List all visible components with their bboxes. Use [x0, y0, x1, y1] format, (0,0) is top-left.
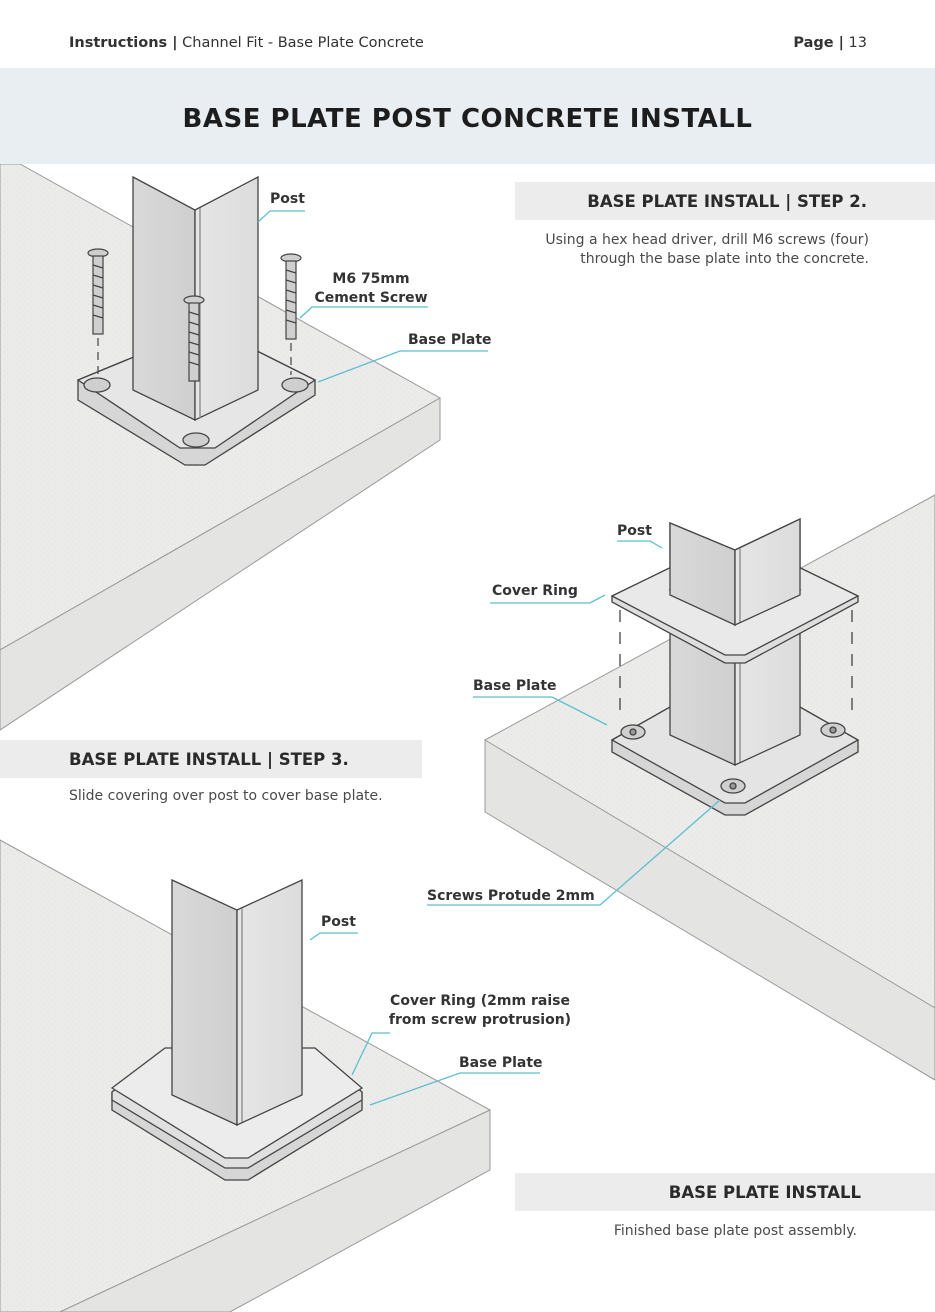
fig2-leaders — [427, 540, 721, 906]
screw-right — [280, 253, 302, 375]
fig1-screw-label-line1: M6 75mm — [332, 271, 410, 287]
fig1-post — [132, 175, 259, 422]
page-header: Instructions | Channel Fit - Base Plate … — [0, 0, 935, 68]
step2-description: Using a hex head driver, drill M6 screws… — [545, 231, 869, 269]
final-heading-bar: BASE PLATE INSTALL — [515, 1173, 935, 1211]
fig1-screws — [87, 248, 302, 382]
step2-heading: BASE PLATE INSTALL | STEP 2. — [587, 191, 867, 211]
fig1-screw-label-line2: Cement Screw — [314, 290, 428, 306]
final-description: Finished base plate post assembly. — [613, 1223, 857, 1239]
fig3-leaders — [309, 932, 540, 1106]
fig3-cover-ring-label: Cover Ring (2mm raise from screw protrus… — [380, 992, 580, 1030]
step2-description-line2: through the base plate into the concrete… — [580, 251, 869, 267]
step2-heading-bar: BASE PLATE INSTALL | STEP 2. — [515, 182, 935, 220]
header-page: Page | 13 — [793, 35, 867, 51]
step3-heading-bar: BASE PLATE INSTALL | STEP 3. — [0, 740, 422, 778]
fig1-base-plate-label: Base Plate — [408, 332, 492, 348]
fig2-cover-ring-label: Cover Ring — [492, 583, 578, 599]
fig3-post-label: Post — [321, 914, 356, 930]
illustration-canvas — [0, 164, 935, 1312]
fig3-post — [171, 878, 303, 1127]
fig2-base-plate-label: Base Plate — [473, 678, 557, 694]
page-number: 13 — [848, 35, 867, 51]
fig2-cover-ring — [610, 517, 860, 720]
step2-description-line1: Using a hex head driver, drill M6 screws… — [545, 232, 869, 248]
fig2-screws-label: Screws Protude 2mm — [427, 888, 595, 904]
page-title: BASE PLATE POST CONCRETE INSTALL — [182, 104, 753, 134]
step3-heading: BASE PLATE INSTALL | STEP 3. — [69, 749, 349, 769]
fig3-cover-ring-line2: from screw protrusion) — [388, 1012, 572, 1028]
header-subtitle: Channel Fit - Base Plate Concrete — [182, 35, 424, 51]
page-prefix: Page | — [793, 35, 844, 51]
header-left: Instructions | Channel Fit - Base Plate … — [69, 35, 424, 51]
header-section: Instructions | — [69, 35, 178, 51]
fig1-screw-label: M6 75mm Cement Screw — [312, 270, 430, 308]
fig1-post-label: Post — [270, 191, 305, 207]
title-banner: BASE PLATE POST CONCRETE INSTALL — [0, 68, 935, 164]
final-heading: BASE PLATE INSTALL — [668, 1182, 861, 1202]
screw-left — [87, 248, 109, 375]
fig1-leaders — [257, 210, 488, 383]
fig3-cover-ring-line1: Cover Ring (2mm raise — [390, 993, 570, 1009]
fig3-base-plate-label: Base Plate — [459, 1055, 543, 1071]
step3-description: Slide covering over post to cover base p… — [69, 788, 383, 804]
screw-center — [183, 295, 205, 382]
fig2-post-label: Post — [617, 523, 652, 539]
